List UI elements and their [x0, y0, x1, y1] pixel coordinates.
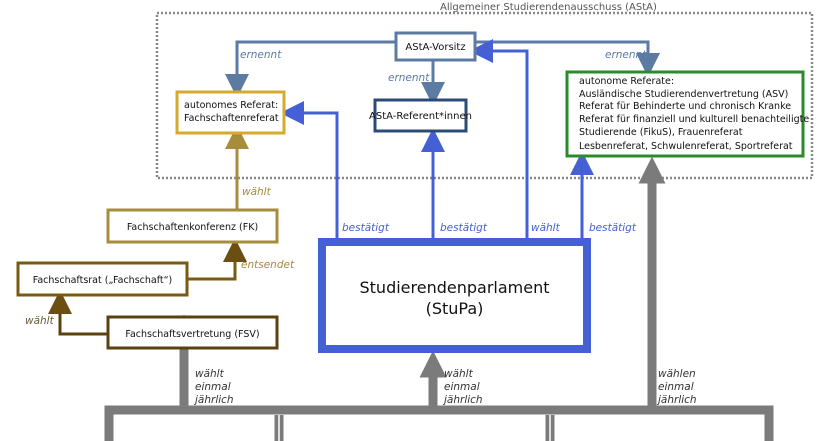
edge-ernennt-left	[225, 40, 396, 98]
asta-frame	[155, 11, 814, 180]
label-waehlt-stupa: wählt einmal jährlich	[442, 368, 483, 406]
node-fsv: Fachschaftsvertretung (FSV)	[106, 315, 279, 350]
node-autonome-referate: autonome Referate: Ausländische Studiere…	[565, 70, 809, 158]
label-waehlt-fr: wählt	[25, 315, 55, 327]
svg-text:(StuPa): (StuPa)	[426, 299, 484, 318]
svg-text:Fachschaftenkonferenz (FK): Fachschaftenkonferenz (FK)	[127, 222, 258, 233]
base-bar	[104, 405, 774, 441]
svg-text:Studierende (FikuS), Frauenref: Studierende (FikuS), Frauenreferat	[579, 127, 743, 138]
edge-bestaetigt-fachschaftenreferat	[280, 101, 339, 238]
label-waehlt-fsv: wählt einmal jährlich	[193, 368, 234, 406]
svg-text:jährlich: jährlich	[442, 394, 483, 406]
svg-text:Referat für Behinderte und chr: Referat für Behinderte und chronisch Kra…	[579, 101, 791, 112]
svg-text:autonome Referate:: autonome Referate:	[579, 76, 674, 87]
svg-text:Lesbenreferat, Schwulenreferat: Lesbenreferat, Schwulenreferat, Sportref…	[579, 141, 793, 152]
node-asta-referenten: AStA-Referent*innen	[369, 98, 472, 133]
svg-text:Studierendenparlament: Studierendenparlament	[360, 278, 550, 297]
edge-entsendet	[188, 238, 247, 281]
svg-text:Ausländische Studierendenvertr: Ausländische Studierendenvertretung (ASV…	[579, 89, 788, 100]
label-ernennt-left: ernennt	[240, 49, 282, 61]
label-ernennt-mid: ernennt	[388, 72, 430, 84]
svg-text:jährlich: jährlich	[656, 394, 697, 406]
edge-waehlt-fr	[48, 290, 107, 336]
svg-text:AStA-Vorsitz: AStA-Vorsitz	[405, 42, 465, 53]
label-waehlen-referate: wählen einmal jährlich	[656, 368, 697, 406]
node-stupa: Studierendenparlament (StuPa)	[318, 238, 591, 353]
label-bestaetigt-2: bestätigt	[440, 222, 488, 234]
edge-ernennt-right	[475, 40, 660, 77]
edge-waehlt-vorsitz	[469, 39, 529, 238]
svg-text:einmal: einmal	[195, 381, 231, 393]
node-fk: Fachschaftenkonferenz (FK)	[106, 208, 279, 244]
label-bestaetigt-3: bestätigt	[589, 222, 637, 234]
label-bestaetigt-1: bestätigt	[342, 222, 390, 234]
svg-text:Fachschaftsvertretung (FSV): Fachschaftsvertretung (FSV)	[125, 329, 259, 340]
label-waehlt-fk: wählt	[242, 186, 272, 198]
svg-text:einmal: einmal	[444, 381, 480, 393]
svg-text:Referat für finanziell und kul: Referat für finanziell und kulturell ben…	[579, 114, 809, 125]
svg-text:autonomes Referat:: autonomes Referat:	[184, 100, 278, 111]
svg-text:AStA-Referent*innen: AStA-Referent*innen	[369, 111, 472, 122]
svg-text:Fachschaftsrat („Fachschaft“): Fachschaftsrat („Fachschaft“)	[33, 275, 173, 286]
label-waehlt-vorsitz: wählt	[531, 222, 561, 234]
svg-text:Fachschaftenreferat: Fachschaftenreferat	[184, 113, 279, 124]
node-fachschaftsrat: Fachschaftsrat („Fachschaft“)	[16, 261, 189, 297]
svg-text:wählen: wählen	[658, 368, 696, 380]
svg-text:jährlich: jährlich	[193, 394, 234, 406]
node-fachschaftenreferat: autonomes Referat: Fachschaftenreferat	[175, 90, 286, 135]
asta-header: Allgemeiner Studierendenausschuss (AStA)	[440, 2, 657, 13]
label-entsendet: entsendet	[241, 259, 295, 271]
svg-text:wählt: wählt	[444, 368, 474, 380]
node-asta-vorsitz: AStA-Vorsitz	[394, 31, 477, 62]
label-ernennt-right: ernennt	[605, 49, 647, 61]
svg-text:einmal: einmal	[658, 381, 694, 393]
svg-text:wählt: wählt	[195, 368, 225, 380]
